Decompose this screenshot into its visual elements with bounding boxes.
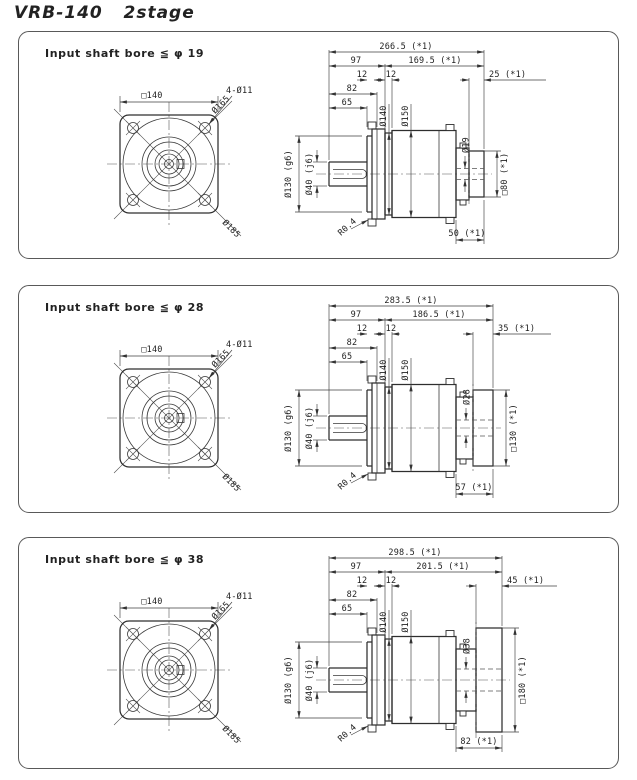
dim-shaft: Ø40 (j6) <box>304 407 315 450</box>
drawing-panel-3: Input shaft bore ≦ φ 38 □140 4-Ø1 <box>45 548 557 752</box>
side-outline <box>328 622 503 738</box>
front-holes-dim: 4-Ø11 <box>226 339 253 350</box>
side-dimensions: 283.5 (*1) 97 186.5 (*1) 12 12 35 (*1) 8… <box>283 296 551 498</box>
front-bolt-circle-dim: Ø165 <box>209 347 232 370</box>
dim-plate: 25 (*1) <box>489 70 526 80</box>
front-view: □140 4-Ø11 Ø165 Ø185 <box>107 85 253 240</box>
front-square-dim: □140 <box>141 91 162 101</box>
front-outer-dim: Ø185 <box>220 723 243 746</box>
front-square-dim: □140 <box>141 597 162 607</box>
side-dimensions: 266.5 (*1) 97 169.5 (*1) 12 12 25 (*1) 8… <box>283 42 546 244</box>
dim-plate: 35 (*1) <box>498 324 535 334</box>
bolt-holes <box>125 374 213 462</box>
input-bore-note: Input shaft bore ≦ φ 28 <box>45 301 204 314</box>
dim-dia150: Ø150 <box>400 359 411 380</box>
dim-bore: Ø28 <box>462 389 473 405</box>
dim-step1: 12 <box>357 70 368 80</box>
side-view: 298.5 (*1) 97 201.5 (*1) 12 12 45 (*1) 8… <box>283 548 557 752</box>
dim-plate: 45 (*1) <box>507 576 544 586</box>
dim-dia140: Ø140 <box>378 105 389 126</box>
dim-fillet: R0.4 <box>336 217 359 239</box>
bolt-holes <box>125 626 213 714</box>
dim-step1: 12 <box>357 324 368 334</box>
front-bolt-circle-dim: Ø165 <box>209 93 232 116</box>
input-bore-note: Input shaft bore ≦ φ 19 <box>45 47 204 60</box>
dim-total-length: 266.5 (*1) <box>379 42 432 52</box>
dim-step1: 12 <box>357 576 368 586</box>
dim-dia140: Ø140 <box>378 611 389 632</box>
input-bore-note: Input shaft bore ≦ φ 38 <box>45 553 204 566</box>
dim-rear-length: 169.5 (*1) <box>408 56 461 66</box>
side-dimensions: 298.5 (*1) 97 201.5 (*1) 12 12 45 (*1) 8… <box>283 548 557 752</box>
dim-adapter: 57 (*1) <box>455 483 492 493</box>
side-outline <box>328 375 494 481</box>
dim-adapter: 82 (*1) <box>460 737 497 747</box>
dim-bore: Ø19 <box>461 137 472 153</box>
dim-rear-length: 186.5 (*1) <box>412 310 465 320</box>
drawing-panel-1: Input shaft bore ≦ φ 19 □140 4-Ø1 <box>45 42 546 244</box>
front-view: □140 4-Ø11 Ø165 Ø185 <box>107 339 253 494</box>
dim-dia150: Ø150 <box>400 611 411 632</box>
dim-pilot: Ø130 (g6) <box>283 656 294 704</box>
drawing-panel-2: Input shaft bore ≦ φ 28 □140 4-Ø1 <box>45 296 551 498</box>
dim-step2: 12 <box>386 576 397 586</box>
dim-bore: Ø38 <box>462 638 473 654</box>
dim-step2: 12 <box>386 70 397 80</box>
dim-total-length: 298.5 (*1) <box>388 548 441 558</box>
dim-motor-flange: □80 (*1) <box>500 153 510 196</box>
dim-fillet: R0.4 <box>336 723 359 745</box>
dim-motor-flange: □130 (*1) <box>509 404 519 452</box>
side-outline <box>328 121 485 227</box>
front-outer-dim: Ø185 <box>220 217 243 240</box>
panel-input-bore-19: Input shaft bore ≦ φ 19 □140 4-Ø1 <box>18 31 619 259</box>
dim-front-length: 97 <box>351 562 362 572</box>
dim-step2: 12 <box>386 324 397 334</box>
dim-dia150: Ø150 <box>400 105 411 126</box>
front-holes-dim: 4-Ø11 <box>226 591 253 602</box>
dim-total-length: 283.5 (*1) <box>384 296 437 306</box>
dim-shaft: Ø40 (j6) <box>304 659 315 702</box>
side-view: 266.5 (*1) 97 169.5 (*1) 12 12 25 (*1) 8… <box>283 42 546 244</box>
dim-shaft: Ø40 (j6) <box>304 153 315 196</box>
dim-motor-flange: □180 (*1) <box>518 656 528 704</box>
dim-adapter: 50 (*1) <box>448 229 485 239</box>
panel-input-bore-38: Input shaft bore ≦ φ 38 □140 4-Ø1 <box>18 537 619 769</box>
front-holes-dim: 4-Ø11 <box>226 85 253 96</box>
dim-82: 82 <box>347 590 358 600</box>
bolt-holes <box>125 120 213 208</box>
side-view: 283.5 (*1) 97 186.5 (*1) 12 12 35 (*1) 8… <box>283 296 551 498</box>
front-outer-dim: Ø185 <box>220 471 243 494</box>
panel-input-bore-28: Input shaft bore ≦ φ 28 □140 4-Ø1 <box>18 285 619 513</box>
dim-65: 65 <box>342 98 353 108</box>
front-view: □140 4-Ø11 Ø165 Ø185 <box>107 591 253 746</box>
front-bolt-circle-dim: Ø165 <box>209 599 232 622</box>
dim-dia140: Ø140 <box>378 359 389 380</box>
dim-65: 65 <box>342 352 353 362</box>
dim-rear-length: 201.5 (*1) <box>416 562 469 572</box>
dim-front-length: 97 <box>351 310 362 320</box>
drawing-title: VRB-140 2stage <box>14 3 195 23</box>
dim-82: 82 <box>347 338 358 348</box>
dim-82: 82 <box>347 84 358 94</box>
dim-pilot: Ø130 (g6) <box>283 150 294 198</box>
dim-fillet: R0.4 <box>336 471 359 493</box>
front-square-dim: □140 <box>141 345 162 355</box>
dim-65: 65 <box>342 604 353 614</box>
dim-front-length: 97 <box>351 56 362 66</box>
dim-pilot: Ø130 (g6) <box>283 404 294 452</box>
